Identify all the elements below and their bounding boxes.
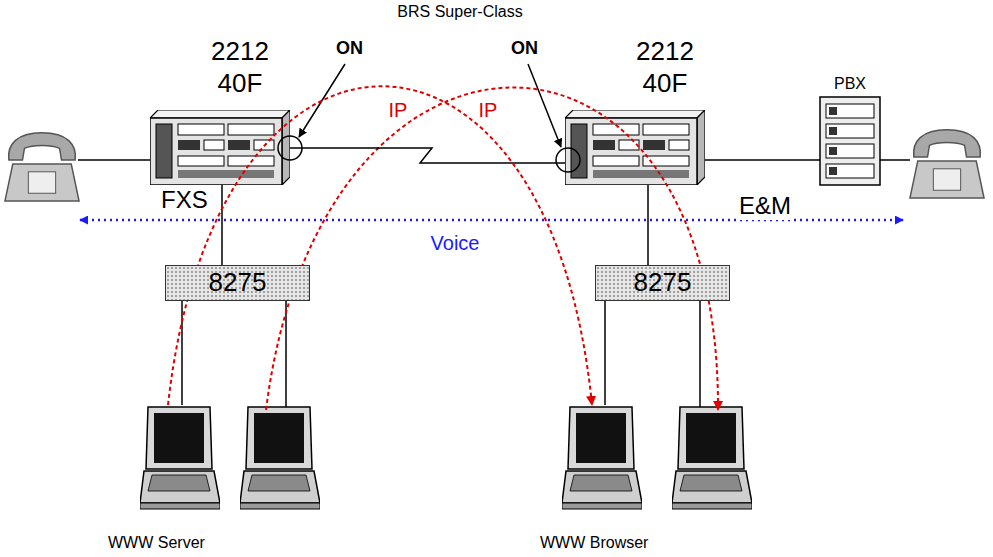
node-text: PBX (820, 74, 880, 94)
callout-label: ON (335, 38, 364, 59)
laptop-node: WWW Browser (530, 405, 660, 553)
pbx-node: PBX (820, 72, 880, 185)
link-line (705, 159, 820, 161)
flow-label: IP (478, 99, 499, 122)
link-title: BRS Super-Class (396, 3, 523, 21)
link-line (221, 185, 223, 265)
node-text: 8275 (596, 266, 729, 299)
label-anchor: FXS (160, 186, 209, 214)
hub-box: 8275 (165, 265, 310, 301)
node-text: WWW Browser (540, 533, 660, 552)
label-anchor: E&M (738, 192, 792, 220)
callout-label: ON (510, 38, 539, 59)
node-text: 2212 40F (202, 35, 278, 99)
node-text: 8275 (166, 266, 309, 299)
node-text: WWW Server (108, 533, 230, 552)
label-anchor: ON (335, 38, 364, 59)
node-text: 2212 40F (627, 35, 703, 99)
label-anchor: BRS Super-Class (310, 3, 610, 21)
link-line (604, 301, 606, 405)
label-anchor: Voice (305, 232, 605, 255)
link-line (647, 185, 649, 265)
link-line (290, 148, 565, 163)
hub-box: 8275 (595, 265, 730, 301)
router-node: 2212 40F (150, 30, 290, 185)
label-anchor: IP (248, 99, 548, 122)
interface-label: FXS (160, 186, 209, 214)
ip-flow-arc (168, 86, 592, 405)
edge-label: IP (388, 99, 409, 122)
laptop-node: WWW Server (100, 405, 230, 553)
link-line (181, 301, 183, 405)
label-anchor: IP (338, 99, 638, 122)
flow-label: Voice (430, 232, 481, 255)
router-node: 2212 40F (565, 30, 705, 185)
edge-label: E&M (738, 192, 792, 220)
label-anchor: ON (510, 38, 539, 59)
